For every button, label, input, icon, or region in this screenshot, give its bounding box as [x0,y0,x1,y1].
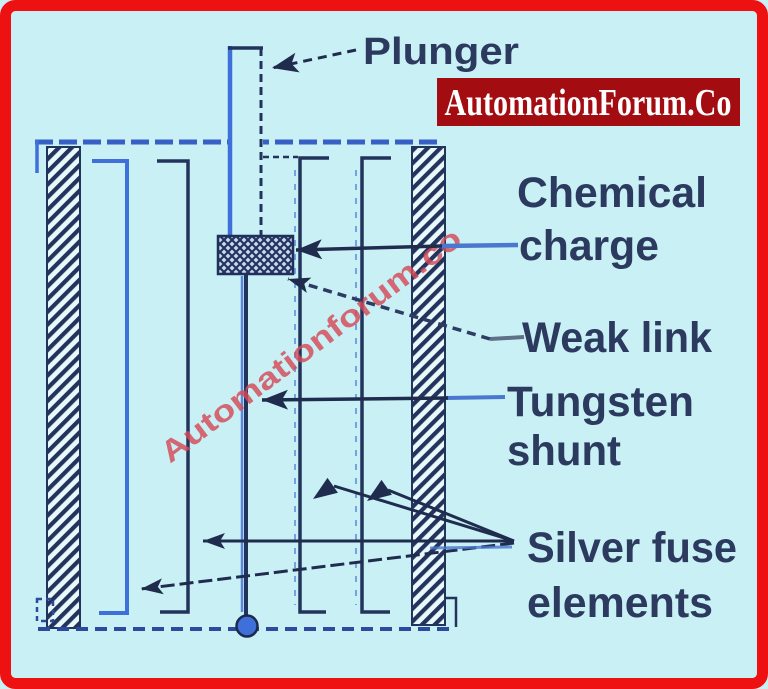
brand-banner-text: AutomationForum.Co [445,82,732,124]
silver-fuse-callout-2 [387,488,515,543]
weak-link-block [216,234,295,276]
fuse-element-4 [360,156,391,614]
label-chemical-charge-line2: charge [519,222,659,270]
silver-fuse-callout-blue-fringe [429,545,513,550]
label-weak-link: Weak link [522,314,712,362]
brand-banner [437,78,740,126]
tungsten-callout-blue [445,395,506,400]
silver-fuse-arrow-2 [367,479,392,501]
label-chemical-charge-line1: Chemical [517,169,707,217]
right-shell-wall [411,146,446,626]
label-silver-fuse-line1: Silver fuse [527,524,737,572]
tungsten-callout-line [261,389,449,410]
bottom-right-corner-bracket [445,596,458,627]
label-tungsten-shunt-line1: Tungsten [507,378,694,426]
plunger-rod [228,46,263,237]
bottom-left-corner-bracket [35,597,55,623]
silver-fuse-callout-1 [333,484,515,543]
left-shell-wall [46,146,81,629]
fuse-element-3 [298,156,329,614]
bottom-terminal-dot [235,614,259,638]
fuse-element-2 [157,159,190,614]
chemical-charge-callout-blue [439,242,519,249]
label-silver-fuse-line2: elements [527,579,713,627]
silver-fuse-callout-4 [140,541,515,595]
weak-link-callout-stub [489,335,525,341]
fuse-element-1 [92,159,129,615]
silver-fuse-arrow-1 [313,477,338,499]
chemical-charge-callout-line [295,239,443,260]
label-tungsten-shunt-line2: shunt [507,427,621,475]
label-plunger: Plunger [363,31,519,73]
weak-link-callout-line [287,277,491,341]
